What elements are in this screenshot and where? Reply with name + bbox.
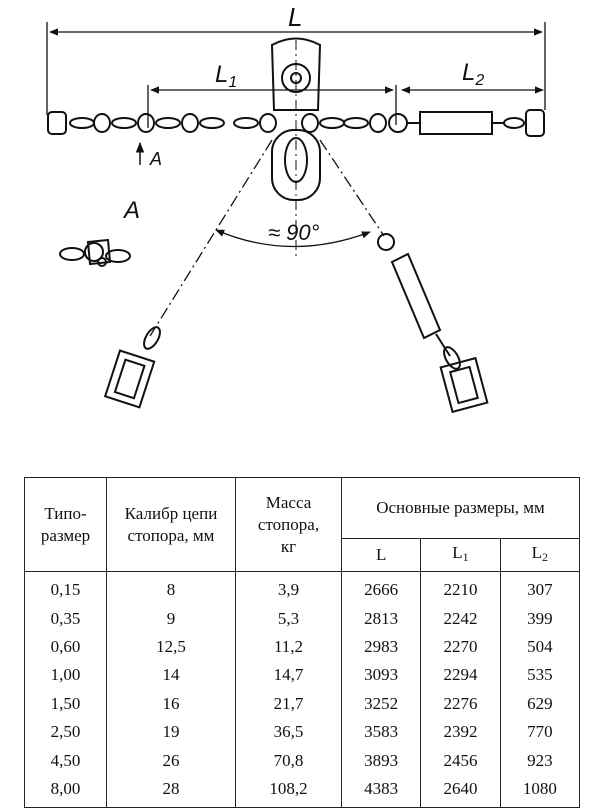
cell-mass: 5,3 <box>235 604 342 633</box>
view-marker-label: A <box>149 149 162 169</box>
cell-L1: 2392 <box>420 717 501 747</box>
cell-L: 2983 <box>340 632 422 662</box>
cell-L: 3893 <box>340 746 422 775</box>
cell-chain-caliber: 9 <box>106 604 236 633</box>
table-row: 2,50 19 36,5 3583 2392 770 <box>24 717 581 747</box>
cell-type-size: 2,50 <box>24 717 107 747</box>
cell-type-size: 1,00 <box>24 661 107 690</box>
header-L1: L1 <box>420 538 501 572</box>
cell-L2: 629 <box>499 689 581 718</box>
cell-chain-caliber: 28 <box>106 774 236 808</box>
cell-mass: 21,7 <box>235 689 342 718</box>
cell-type-size: 0,15 <box>24 571 107 605</box>
cell-L1: 2210 <box>420 571 501 605</box>
cell-L2: 1080 <box>499 774 581 808</box>
chain-stopper-drawing: L L1 L2 <box>46 2 546 414</box>
table-row: 1,00 14 14,7 3093 2294 535 <box>24 661 581 690</box>
header-L: L <box>340 538 422 572</box>
table-row: 8,00 28 108,2 4383 2640 1080 <box>24 774 581 808</box>
cell-L1: 2294 <box>420 661 501 690</box>
table-row: 1,50 16 21,7 3252 2276 629 <box>24 689 581 718</box>
central-bracket <box>270 37 322 260</box>
cell-mass: 70,8 <box>235 746 342 775</box>
cell-L2: 307 <box>499 571 581 605</box>
table-row: 4,50 26 70,8 3893 2456 923 <box>24 746 581 775</box>
cell-chain-caliber: 14 <box>106 661 236 690</box>
cell-chain-caliber: 8 <box>106 571 236 605</box>
dimension-L2-label: L2 <box>462 59 484 89</box>
cell-mass: 108,2 <box>235 774 342 808</box>
cell-L: 3093 <box>340 661 422 690</box>
dimension-L1 <box>147 85 397 128</box>
cell-L2: 923 <box>499 746 581 775</box>
cell-type-size: 4,50 <box>24 746 107 775</box>
cell-L2: 504 <box>499 632 581 662</box>
cell-L: 3252 <box>340 689 422 718</box>
cell-L1: 2270 <box>420 632 501 662</box>
cell-chain-caliber: 26 <box>106 746 236 775</box>
dimension-L-label: L <box>288 2 302 32</box>
table-row: 0,35 9 5,3 2813 2242 399 <box>24 604 581 633</box>
cell-L: 2666 <box>340 571 422 605</box>
cell-mass: 3,9 <box>235 571 342 605</box>
cell-mass: 11,2 <box>235 632 342 662</box>
table-row: 0,60 12,5 11,2 2983 2270 504 <box>24 632 581 662</box>
cell-chain-caliber: 19 <box>106 717 236 747</box>
table-row: 0,15 8 3,9 2666 2210 307 <box>24 571 581 605</box>
cell-L1: 2276 <box>420 689 501 718</box>
cell-mass: 14,7 <box>235 661 342 690</box>
header-type-size: Типо-размер <box>24 477 107 572</box>
cell-L1: 2242 <box>420 604 501 633</box>
cell-type-size: 0,35 <box>24 604 107 633</box>
cell-L2: 399 <box>499 604 581 633</box>
cell-chain-caliber: 16 <box>106 689 236 718</box>
cell-L: 4383 <box>340 774 422 808</box>
cell-mass: 36,5 <box>235 717 342 747</box>
right-leg <box>319 139 489 414</box>
cell-L2: 535 <box>499 661 581 690</box>
cell-L1: 2640 <box>420 774 501 808</box>
cell-type-size: 1,50 <box>24 689 107 718</box>
detail-view-A <box>59 238 131 267</box>
dimension-L1-label: L1 <box>215 61 237 91</box>
header-main-dimensions: Основные размеры, мм <box>341 477 580 539</box>
left-leg <box>103 139 273 409</box>
dimension-L <box>46 22 546 115</box>
main-chain <box>47 109 545 137</box>
cell-L1: 2456 <box>420 746 501 775</box>
angle-arc <box>215 229 371 248</box>
cell-chain-caliber: 12,5 <box>106 632 236 662</box>
header-L2: L2 <box>499 538 581 572</box>
cell-type-size: 8,00 <box>24 774 107 808</box>
angle-label: ≈ 90° <box>268 220 320 245</box>
cell-type-size: 0,60 <box>24 632 107 662</box>
cell-L: 2813 <box>340 604 422 633</box>
cell-L: 3583 <box>340 717 422 747</box>
cell-L2: 770 <box>499 717 581 747</box>
view-label: A <box>122 197 140 224</box>
